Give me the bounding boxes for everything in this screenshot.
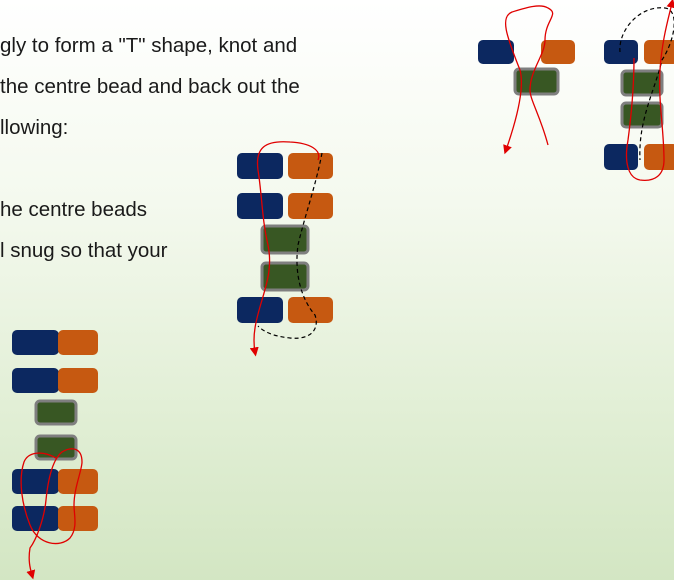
- diagram-top-right-stack: [604, 3, 674, 180]
- orange-bead: [288, 193, 333, 219]
- green-bead: [622, 103, 662, 127]
- navy-bead: [478, 40, 514, 64]
- diagram-bottom-left: [12, 330, 98, 575]
- navy-bead: [237, 193, 283, 219]
- orange-bead: [541, 40, 575, 64]
- green-bead: [36, 401, 76, 424]
- navy-bead: [604, 144, 638, 170]
- orange-bead: [288, 153, 333, 179]
- navy-bead: [237, 297, 283, 323]
- orange-bead: [58, 330, 98, 355]
- navy-bead: [12, 368, 59, 393]
- navy-bead: [604, 40, 638, 64]
- green-bead: [622, 71, 662, 95]
- orange-bead: [58, 368, 98, 393]
- diagram-middle: [237, 142, 333, 352]
- orange-bead: [58, 506, 98, 531]
- orange-bead: [644, 144, 674, 170]
- navy-bead: [237, 153, 283, 179]
- navy-bead: [12, 330, 59, 355]
- navy-bead: [12, 469, 59, 494]
- orange-bead: [644, 40, 674, 64]
- diagram-top-right-t-shape: [478, 6, 575, 150]
- navy-bead: [12, 506, 59, 531]
- green-bead: [36, 436, 76, 459]
